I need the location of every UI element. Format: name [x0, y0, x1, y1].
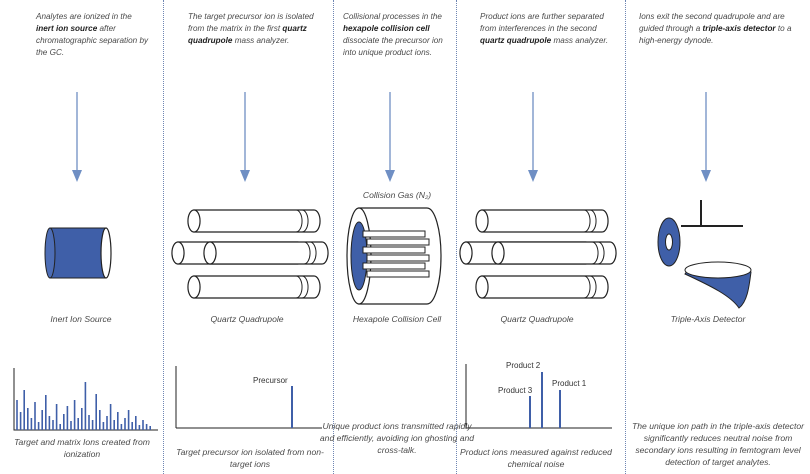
stage-footer: Product ions measured against reduced ch… [460, 447, 612, 469]
stage-description: Product ions are further separated from … [480, 11, 609, 45]
precursor-label: Precursor [253, 376, 288, 385]
down-arrow-icon [240, 92, 250, 182]
matrix-spectrum [13, 368, 158, 431]
quadrupole-rods-icon [171, 209, 329, 299]
stage-description: Collisional processes in the hexapole co… [343, 11, 443, 57]
stage-highlight: triple-axis detector [702, 23, 776, 33]
stage-quadrupole-2: Product ions are further separated from … [459, 0, 622, 474]
down-arrow-icon [385, 92, 395, 182]
stage-footer: Unique product ions transmitted rapidly … [319, 421, 475, 455]
quadrupole-rods-icon [459, 209, 617, 299]
stage-footer: Target precursor ion isolated from non-t… [176, 447, 324, 469]
stage-description: Analytes are ionized in the inert ion so… [36, 11, 149, 57]
stage-highlight: hexapole collision cell [343, 23, 430, 33]
stage-ion-source: Analytes are ionized in the inert ion so… [6, 0, 158, 474]
down-arrow-icon [528, 92, 538, 182]
ion-source-icon [44, 227, 112, 279]
stage-collision-cell: Collisional processes in the hexapole co… [320, 0, 474, 474]
down-arrow-icon [72, 92, 82, 182]
stage-footer: The unique ion path in the triple-axis d… [632, 421, 804, 467]
down-arrow-icon [701, 92, 711, 182]
stage-highlight: quartz quadrupole [480, 35, 552, 45]
hexapole-cell-icon [346, 207, 442, 305]
product-spectrum: Product 2 Product 3 Product 1 [465, 361, 612, 429]
divider-1 [163, 0, 164, 474]
divider-3 [456, 0, 457, 474]
triple-axis-detector-icon [657, 200, 752, 309]
stage-caption: Triple-Axis Detector [670, 314, 746, 324]
divider-2 [333, 0, 334, 474]
precursor-spectrum: Precursor [175, 366, 322, 429]
stage-highlight: inert ion source [36, 23, 98, 33]
stage-caption: Hexapole Collision Cell [352, 314, 442, 324]
stage-caption: Inert Ion Source [50, 314, 112, 324]
stage-description: The target precursor ion is isolated fro… [188, 11, 314, 45]
product-3-label: Product 3 [498, 386, 533, 395]
product-1-label: Product 1 [552, 379, 587, 388]
stage-detector: Ions exit the second quadrupole and are … [631, 0, 807, 474]
stage-quadrupole-1: The target precursor ion is isolated fro… [170, 0, 330, 474]
stage-description: Ions exit the second quadrupole and are … [639, 11, 792, 45]
stage-highlight: quartz quadrupole [188, 23, 307, 45]
divider-4 [625, 0, 626, 474]
stage-caption: Quartz Quadrupole [500, 314, 574, 324]
collision-gas-label: Collision Gas (N₂) [362, 190, 432, 200]
stage-caption: Quartz Quadrupole [210, 314, 284, 324]
product-2-label: Product 2 [506, 361, 541, 370]
stage-footer: Target and matrix Ions created from ioni… [14, 437, 150, 459]
